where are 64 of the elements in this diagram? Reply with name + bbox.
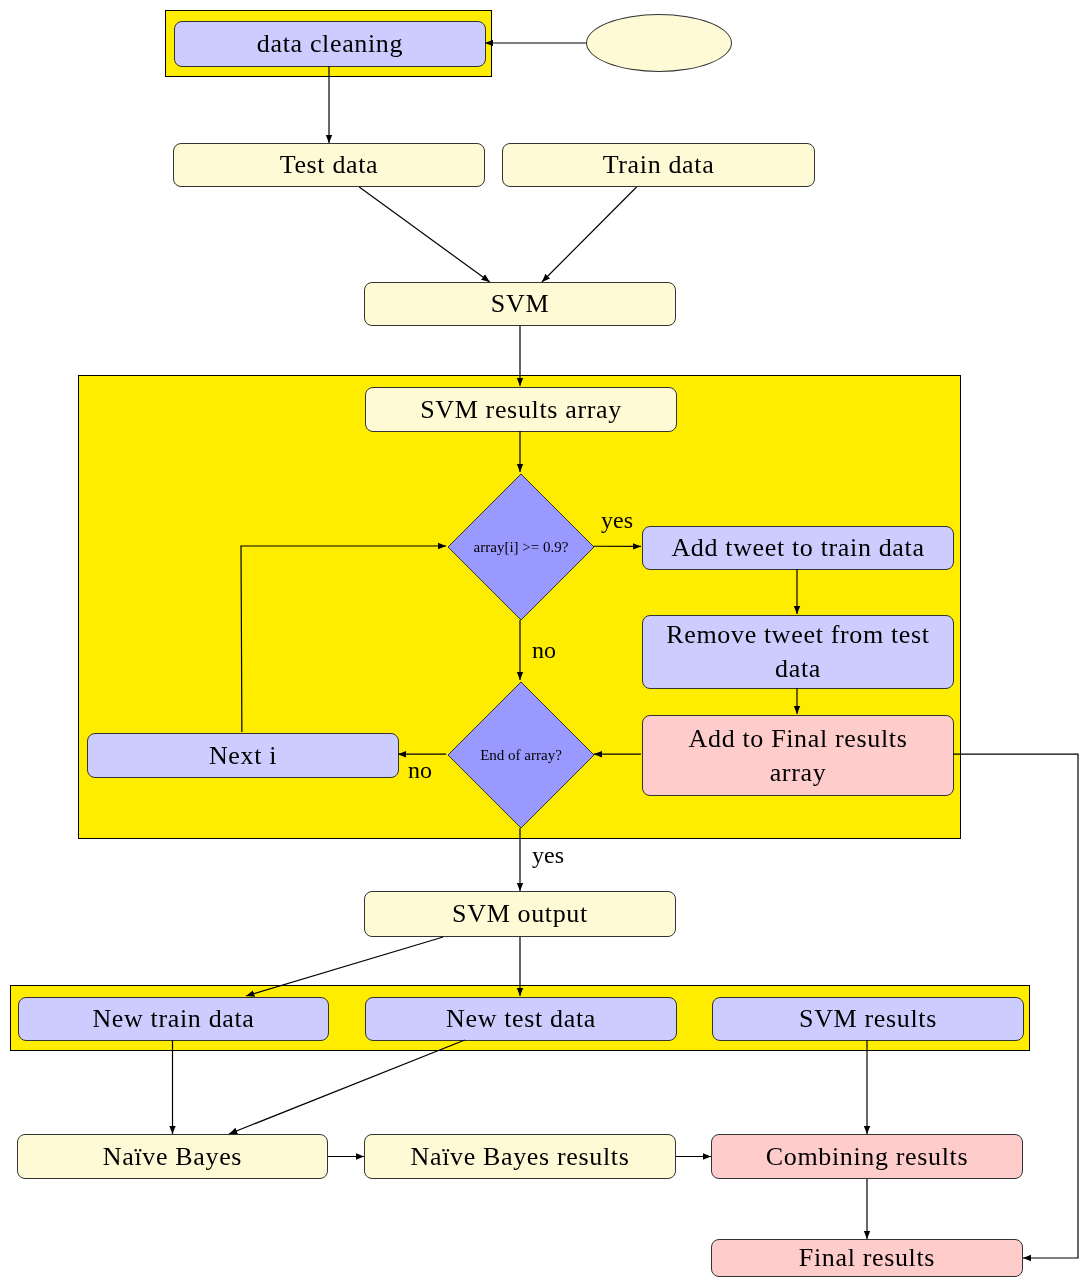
- arrow: [675, 1153, 712, 1160]
- arrow: [863, 1178, 871, 1240]
- arrow: [245, 936, 444, 997]
- process-box: [364, 282, 676, 326]
- highlight-panel: [78, 375, 961, 839]
- decision-diamond: [447, 681, 595, 829]
- arrow: [169, 1039, 176, 1135]
- arrow: [228, 1039, 466, 1135]
- process-box: [711, 1134, 1023, 1179]
- data-box: [18, 997, 329, 1041]
- box-label: Add tweet to train data: [670, 532, 926, 564]
- box-label: Next i: [207, 739, 279, 772]
- arrow: [327, 1153, 365, 1160]
- process-box: [174, 21, 486, 67]
- box-label: Naïve Bayes results: [409, 1140, 631, 1173]
- arrow: [952, 753, 1079, 1262]
- process-box: [17, 1134, 328, 1179]
- box-label: SVM results array: [419, 393, 623, 426]
- arrow: [541, 186, 638, 283]
- box-label: Add to Final results array: [687, 722, 909, 789]
- condition-text: array[i] >= 0.9?: [473, 537, 569, 557]
- highlight-panel: [165, 10, 492, 77]
- arrow: [325, 65, 333, 144]
- box-label: New train data: [91, 1003, 256, 1035]
- data-box: [712, 997, 1024, 1041]
- data-box: [364, 891, 676, 937]
- arrow: [793, 568, 801, 615]
- box-label: SVM results: [798, 1003, 938, 1035]
- highlight-panel: [10, 985, 1030, 1051]
- arrow: [593, 750, 642, 758]
- process-box: [642, 615, 954, 689]
- data-box: [365, 997, 677, 1041]
- arrow: [358, 186, 491, 283]
- condition-text: End of array?: [480, 745, 562, 765]
- arrow: [516, 325, 524, 387]
- arrow: [397, 750, 447, 758]
- arrow: [484, 39, 587, 47]
- box-label: Final results: [797, 1242, 937, 1274]
- box-label: data cleaning: [255, 28, 405, 60]
- box-label: Train data: [601, 149, 716, 181]
- box-label: New test data: [445, 1003, 597, 1035]
- arrow: [516, 827, 524, 892]
- box-label: Combining results: [764, 1140, 970, 1173]
- data-box: [173, 143, 485, 187]
- process-box: [642, 526, 954, 570]
- box-label: Naïve Bayes: [101, 1140, 244, 1173]
- arrow: [863, 1039, 871, 1135]
- arrow: [516, 936, 524, 997]
- decision-diamond: [447, 473, 595, 621]
- data-box: [364, 1134, 676, 1179]
- box-label: SVM: [489, 288, 551, 320]
- arrow: [240, 542, 447, 733]
- arrow: [516, 430, 524, 473]
- box-label: SVM output: [451, 898, 589, 930]
- process-box: [711, 1239, 1023, 1277]
- process-box: [642, 715, 954, 796]
- box-label: Remove tweet from test data: [665, 619, 931, 685]
- box-label: Test data: [278, 149, 380, 181]
- process-box: [87, 733, 399, 778]
- arrow: [516, 619, 524, 681]
- data-box: [502, 143, 815, 187]
- arrow: [793, 687, 801, 715]
- data-box: [365, 387, 677, 432]
- arrow: [593, 543, 642, 550]
